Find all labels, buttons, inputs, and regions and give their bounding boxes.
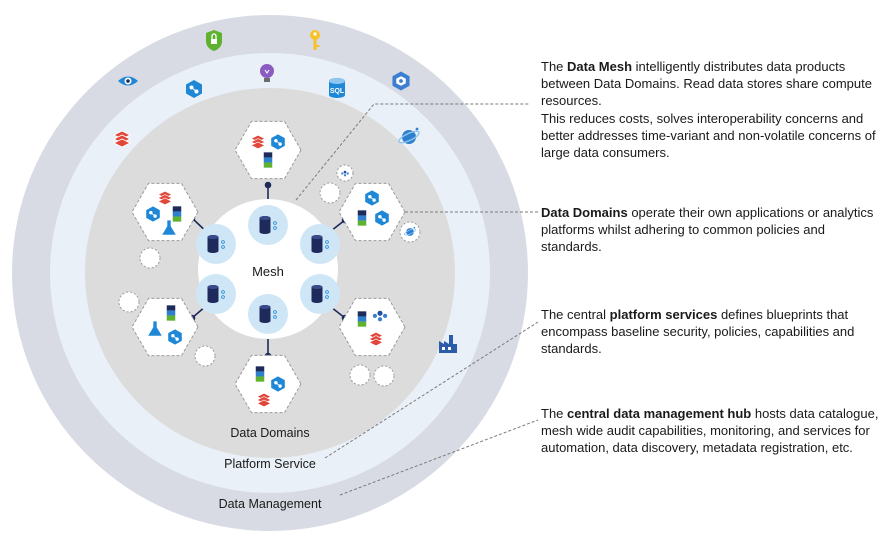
mesh-nodes [196, 205, 340, 334]
hexagon-dots-icon [392, 71, 410, 91]
domain-hexagon [338, 182, 406, 242]
database-icon [259, 216, 277, 234]
cosmos-planet-icon [398, 127, 420, 144]
hub-desc-rest: hosts data catalogue, mesh wide audit ca… [541, 406, 879, 456]
empty-slot [349, 364, 371, 386]
mesh-label: Mesh [252, 264, 284, 279]
key-icon [310, 30, 320, 50]
database-icon [207, 285, 225, 303]
domains-desc-bold: Data Domains [541, 205, 628, 220]
database-icon [311, 235, 329, 253]
data-share-icon [168, 329, 182, 345]
domain-hexagon [131, 182, 199, 242]
databricks-icon [250, 134, 266, 150]
domain-hexagon [234, 120, 302, 180]
sql-icon-text: SQL [330, 88, 345, 95]
empty-slot [373, 365, 395, 387]
lightbulb-icon [260, 64, 274, 82]
storage-icon [172, 206, 182, 222]
empty-slot [118, 291, 140, 313]
database-icon [311, 285, 329, 303]
domain-hexagons [131, 120, 406, 414]
storage-icon [357, 210, 367, 226]
shield-lock-icon [206, 30, 222, 51]
database-icon [207, 235, 225, 253]
hub-desc-lead: The [541, 406, 568, 421]
flask-icon [148, 321, 162, 336]
flask-icon [162, 220, 176, 235]
people-icon [341, 170, 349, 177]
storage-icon [357, 311, 367, 327]
sql-database-icon: SQL [329, 78, 345, 98]
leader-lines [295, 103, 539, 496]
databricks-icon [256, 392, 272, 408]
data-share-icon [271, 134, 285, 150]
mesh-desc-rest: intelligently distributes data products … [541, 59, 872, 109]
mesh-desc-line2: This reduces costs, solves interoperabil… [541, 110, 876, 161]
storage-icon [166, 305, 176, 321]
storage-icon [255, 366, 265, 382]
data-share-icon [186, 80, 202, 98]
hub-leader-line [339, 419, 539, 496]
people-icon [372, 310, 388, 322]
databricks-icon [113, 130, 131, 148]
databricks-icon [368, 331, 384, 347]
hub-desc-bold: central data management hub [567, 406, 752, 421]
storage-icon [263, 152, 273, 168]
mesh-desc-bold: Data Mesh [567, 59, 633, 74]
data-share-icon [375, 210, 389, 226]
empty-slot [139, 247, 161, 269]
domain-hexagon [338, 297, 406, 357]
hub-description: The central data management hub hosts da… [541, 405, 881, 457]
platform-desc-rest: defines blueprints that encompass baseli… [541, 307, 855, 357]
platform-desc-bold: platform services [609, 307, 718, 322]
eye-icon [118, 76, 138, 86]
databricks-icon [157, 190, 173, 206]
mesh-description: The Data Mesh intelligently distributes … [541, 58, 881, 161]
domain-hexagon [234, 354, 302, 414]
data-share-icon [365, 190, 379, 206]
ring-service-icons: SQL [113, 30, 457, 353]
mesh-desc-lead: The [541, 59, 568, 74]
platform-desc-lead: The central [541, 307, 610, 322]
mesh-leader-line [295, 103, 530, 201]
cosmos-planet-icon [404, 226, 416, 236]
domains-desc-rest: operate their own applications or analyt… [541, 205, 874, 255]
platform-service-label: Platform Service [224, 457, 316, 471]
data-factory-icon [439, 335, 457, 353]
domain-hexagon [131, 297, 199, 357]
empty-slot [319, 182, 341, 204]
platform-leader-line [324, 321, 539, 459]
data-share-icon [146, 206, 160, 222]
empty-domain-slots [118, 164, 421, 387]
platform-description: The central platform services defines bl… [541, 306, 881, 358]
domains-description: Data Domains operate their own applicati… [541, 204, 881, 256]
empty-slot [194, 345, 216, 367]
data-share-icon [271, 376, 285, 392]
data-management-label: Data Management [219, 497, 322, 511]
data-domains-label: Data Domains [230, 426, 309, 440]
database-icon [259, 305, 277, 323]
